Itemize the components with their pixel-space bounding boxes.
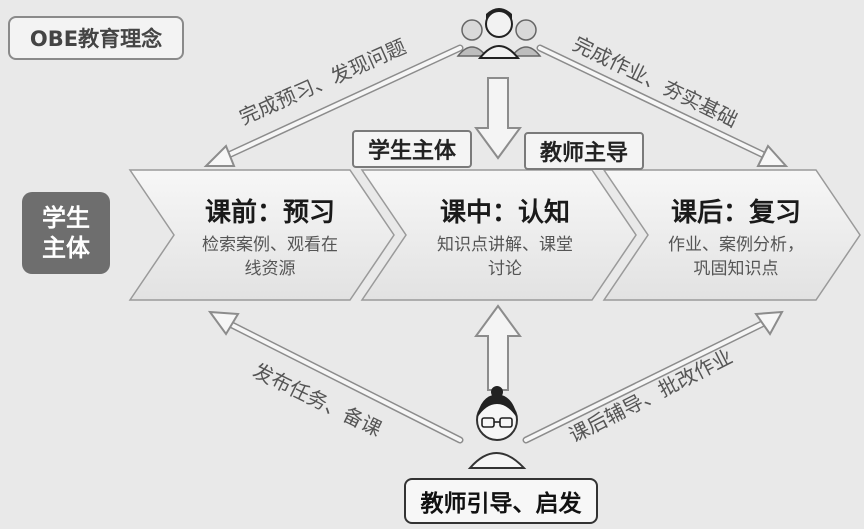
stage-desc-line-2: 讨论	[400, 257, 610, 281]
tag-student-subject: 学生主体	[352, 130, 472, 168]
badge-line-2: 主体	[42, 233, 90, 263]
teacher-guide-label: 教师引导、启发	[404, 478, 598, 524]
stage-title: 课中：认知	[400, 192, 610, 229]
stage-before: 课前：预习 检索案例、观看在 线资源	[170, 192, 370, 281]
page-title: OBE教育理念	[8, 16, 184, 60]
tag-teacher-lead: 教师主导	[524, 132, 644, 170]
stage-during: 课中：认知 知识点讲解、课堂 讨论	[400, 192, 610, 281]
arrow-bottom-up	[476, 306, 520, 390]
stage-desc-line-1: 作业、案例分析，	[636, 233, 836, 257]
stage-desc-line-1: 检索案例、观看在	[170, 233, 370, 257]
badge-line-1: 学生	[42, 203, 90, 233]
stage-desc-line-2: 线资源	[170, 257, 370, 281]
stage-after: 课后：复习 作业、案例分析， 巩固知识点	[636, 192, 836, 281]
stage-desc-line-1: 知识点讲解、课堂	[400, 233, 610, 257]
stage-desc-line-2: 巩固知识点	[636, 257, 836, 281]
student-subject-badge: 学生 主体	[22, 192, 110, 274]
teacher-icon	[470, 386, 524, 468]
stage-title: 课前：预习	[170, 192, 370, 229]
students-group-icon	[458, 8, 540, 58]
arrow-top-down	[476, 78, 520, 158]
stage-title: 课后：复习	[636, 192, 836, 229]
